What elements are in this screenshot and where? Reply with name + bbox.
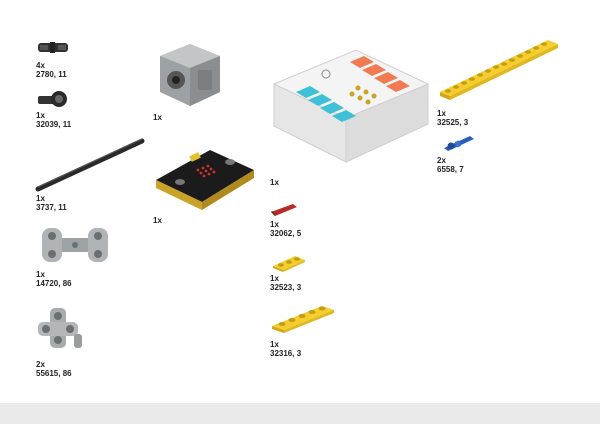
part-code: 6558, 7 [437,165,464,174]
part-qty: 2x [36,360,45,369]
part-code: 55615, 86 [36,369,72,378]
part-label-55615: 2x 55615, 86 [36,360,72,378]
part-label-microbit: 1x [153,216,162,225]
microbit-board-icon [150,140,260,214]
part-label-servo: 1x [153,113,162,122]
part-label-32525: 1x 32525, 3 [437,109,468,127]
part-qty: 4x [36,61,45,70]
part-qty: 1x [36,270,45,279]
part-label-6558: 2x 6558, 7 [437,156,464,174]
part-qty: 1x [270,274,279,283]
part-label-32523: 1x 32523, 3 [270,274,301,292]
part-qty: 1x [437,109,446,118]
part-label-3737: 1x 3737, 11 [36,194,67,212]
part-label-14720: 1x 14720, 86 [36,270,72,288]
part-qty: 1x [36,194,45,203]
part-qty: 2x [437,156,446,165]
part-qty: 1x [270,220,279,229]
cross-block-icon [34,304,86,356]
part-label-32062: 1x 32062, 5 [270,220,301,238]
part-qty: 1x [153,113,162,122]
part-label-32039: 1x 32039, 11 [36,111,71,129]
part-code: 32525, 3 [437,118,469,127]
part-code: 32039, 11 [36,120,72,129]
blue-peg-icon [442,132,478,154]
part-code: 32316, 3 [270,349,302,358]
beam-15-yellow-icon [436,34,562,106]
axle-long-icon [34,137,146,193]
nezha-controller-icon [266,44,436,170]
part-label-32316: 1x 32316, 3 [270,340,301,358]
part-code: 3737, 11 [36,203,67,212]
part-code: 32062, 5 [270,229,302,238]
axle-red-icon [269,202,299,218]
part-qty: 1x [153,216,162,225]
h-frame-icon [36,224,114,266]
connector-peg-icon [36,36,70,60]
part-qty: 1x [36,111,45,120]
part-code: 14720, 86 [36,279,72,288]
part-qty: 1x [270,178,279,187]
part-code: 2780, 11 [36,70,67,79]
part-qty: 1x [270,340,279,349]
page-footer-band [0,403,600,424]
part-label-nezha: 1x [270,178,279,187]
peg-connector-icon [36,87,70,111]
beam-5-yellow-icon [268,302,338,336]
servo-motor-icon [150,40,226,112]
part-code: 32523, 3 [270,283,302,292]
part-label-2780: 4x 2780, 11 [36,61,67,79]
beam-3-yellow-icon [269,252,309,274]
